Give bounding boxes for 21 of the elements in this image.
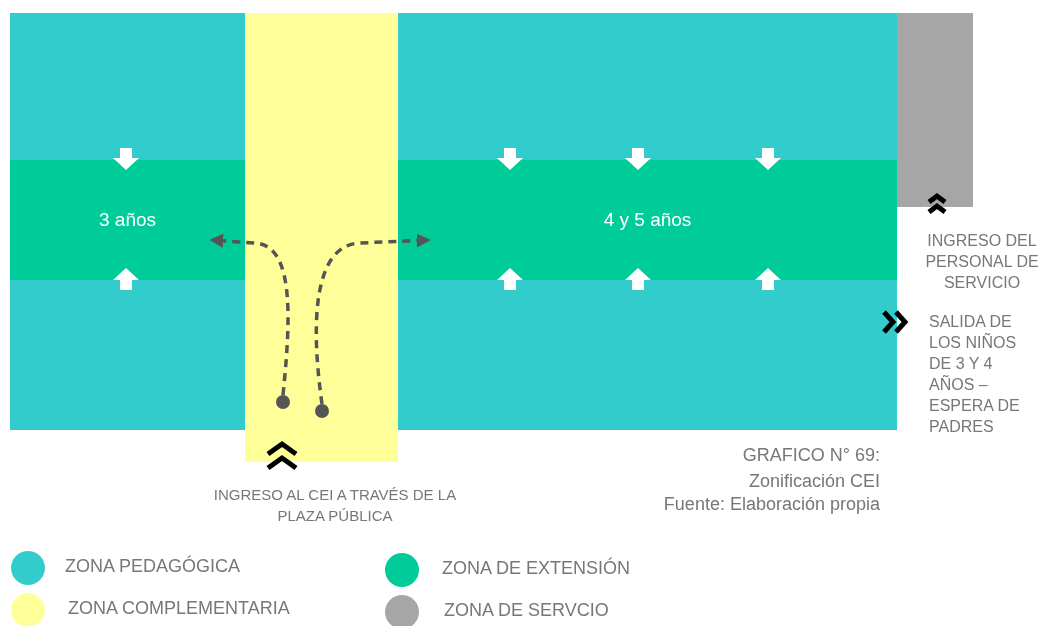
zone-band (10, 160, 245, 280)
zone-band (398, 160, 897, 280)
zone-label: 3 años (98, 209, 156, 231)
annotation-text: INGRESO DEL PERSONAL DE SERVICIO (924, 231, 1040, 293)
dot-marker (315, 404, 329, 418)
dot-marker (276, 395, 290, 409)
zone-area (398, 13, 897, 430)
zone-label: 4 y 5 años (603, 209, 692, 231)
zone-area (245, 13, 398, 462)
zone-area (897, 13, 973, 207)
zone-area (10, 13, 245, 430)
annotation-text: INGRESO AL CEI A TRAVÉS DE LA PLAZA PÚBLICA (212, 485, 458, 526)
dashed-arrow (314, 233, 431, 405)
legend-text: ZONA DE EXTENSIÓN (442, 558, 631, 579)
legend-text: ZONA DE SERVCIO (444, 600, 609, 621)
dashed-arrow (209, 233, 290, 396)
legend-text: ZONA PEDAGÓGICA (65, 556, 241, 577)
legend-text: ZONA COMPLEMENTARIA (68, 598, 290, 619)
annotation-text: Fuente: Elaboración propia (662, 494, 880, 515)
figure-caption: GRAFICO N° 69: Zonificación CEI (741, 444, 880, 493)
annotation-text: SALIDA DE LOS NIÑOS DE 3 Y 4 AÑOS – ESPERA DE PADRES (929, 312, 1021, 437)
